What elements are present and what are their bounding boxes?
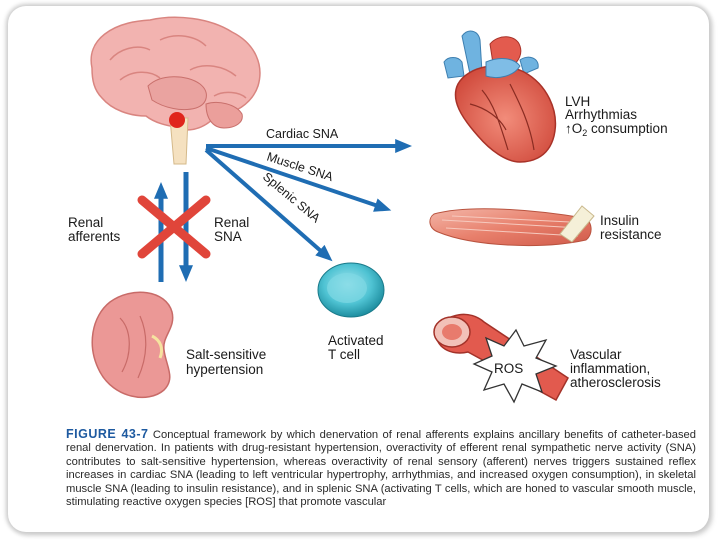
t-cell-illustration [317, 262, 385, 318]
renal-afferents-label-1: Renal [68, 215, 103, 230]
ros-burst [472, 328, 558, 404]
insulin-label-2: resistance [600, 227, 662, 242]
sna-arrows [204, 139, 413, 262]
arrhythmias-label: Arrhythmias [565, 107, 637, 122]
vascular-label-2: inflammation, [570, 361, 650, 376]
caption-text: Conceptual framework by which denervatio… [66, 429, 697, 509]
renal-sna-label-2: SNA [214, 229, 242, 244]
ros-label: ROS [494, 361, 523, 376]
brain-illustration [90, 16, 261, 165]
vascular-label-1: Vascular [570, 347, 622, 362]
vascular-label-3: atherosclerosis [570, 375, 661, 390]
insulin-label-1: Insulin [600, 213, 639, 228]
salt-label-1: Salt-sensitive [186, 347, 266, 362]
renal-afferents-label-2: afferents [68, 229, 121, 244]
heart-illustration [443, 30, 557, 163]
figure-caption: FIGURE 43-7 Conceptual framework by whic… [66, 427, 697, 509]
lvh-label: LVH [565, 94, 590, 109]
figure-number: FIGURE 43-7 [66, 427, 149, 441]
salt-label-2: hypertension [186, 362, 263, 377]
kidney-illustration [91, 291, 174, 398]
muscle-illustration [429, 205, 595, 247]
activated-label-1: Activated [328, 333, 384, 348]
activated-label-2: T cell [328, 347, 360, 362]
renal-sna-label-1: Renal [214, 215, 249, 230]
cardiac-sna-label: Cardiac SNA [266, 127, 339, 141]
o2-consumption-label: ↑O2 consumption [565, 121, 668, 138]
denervation-cross [137, 195, 211, 259]
